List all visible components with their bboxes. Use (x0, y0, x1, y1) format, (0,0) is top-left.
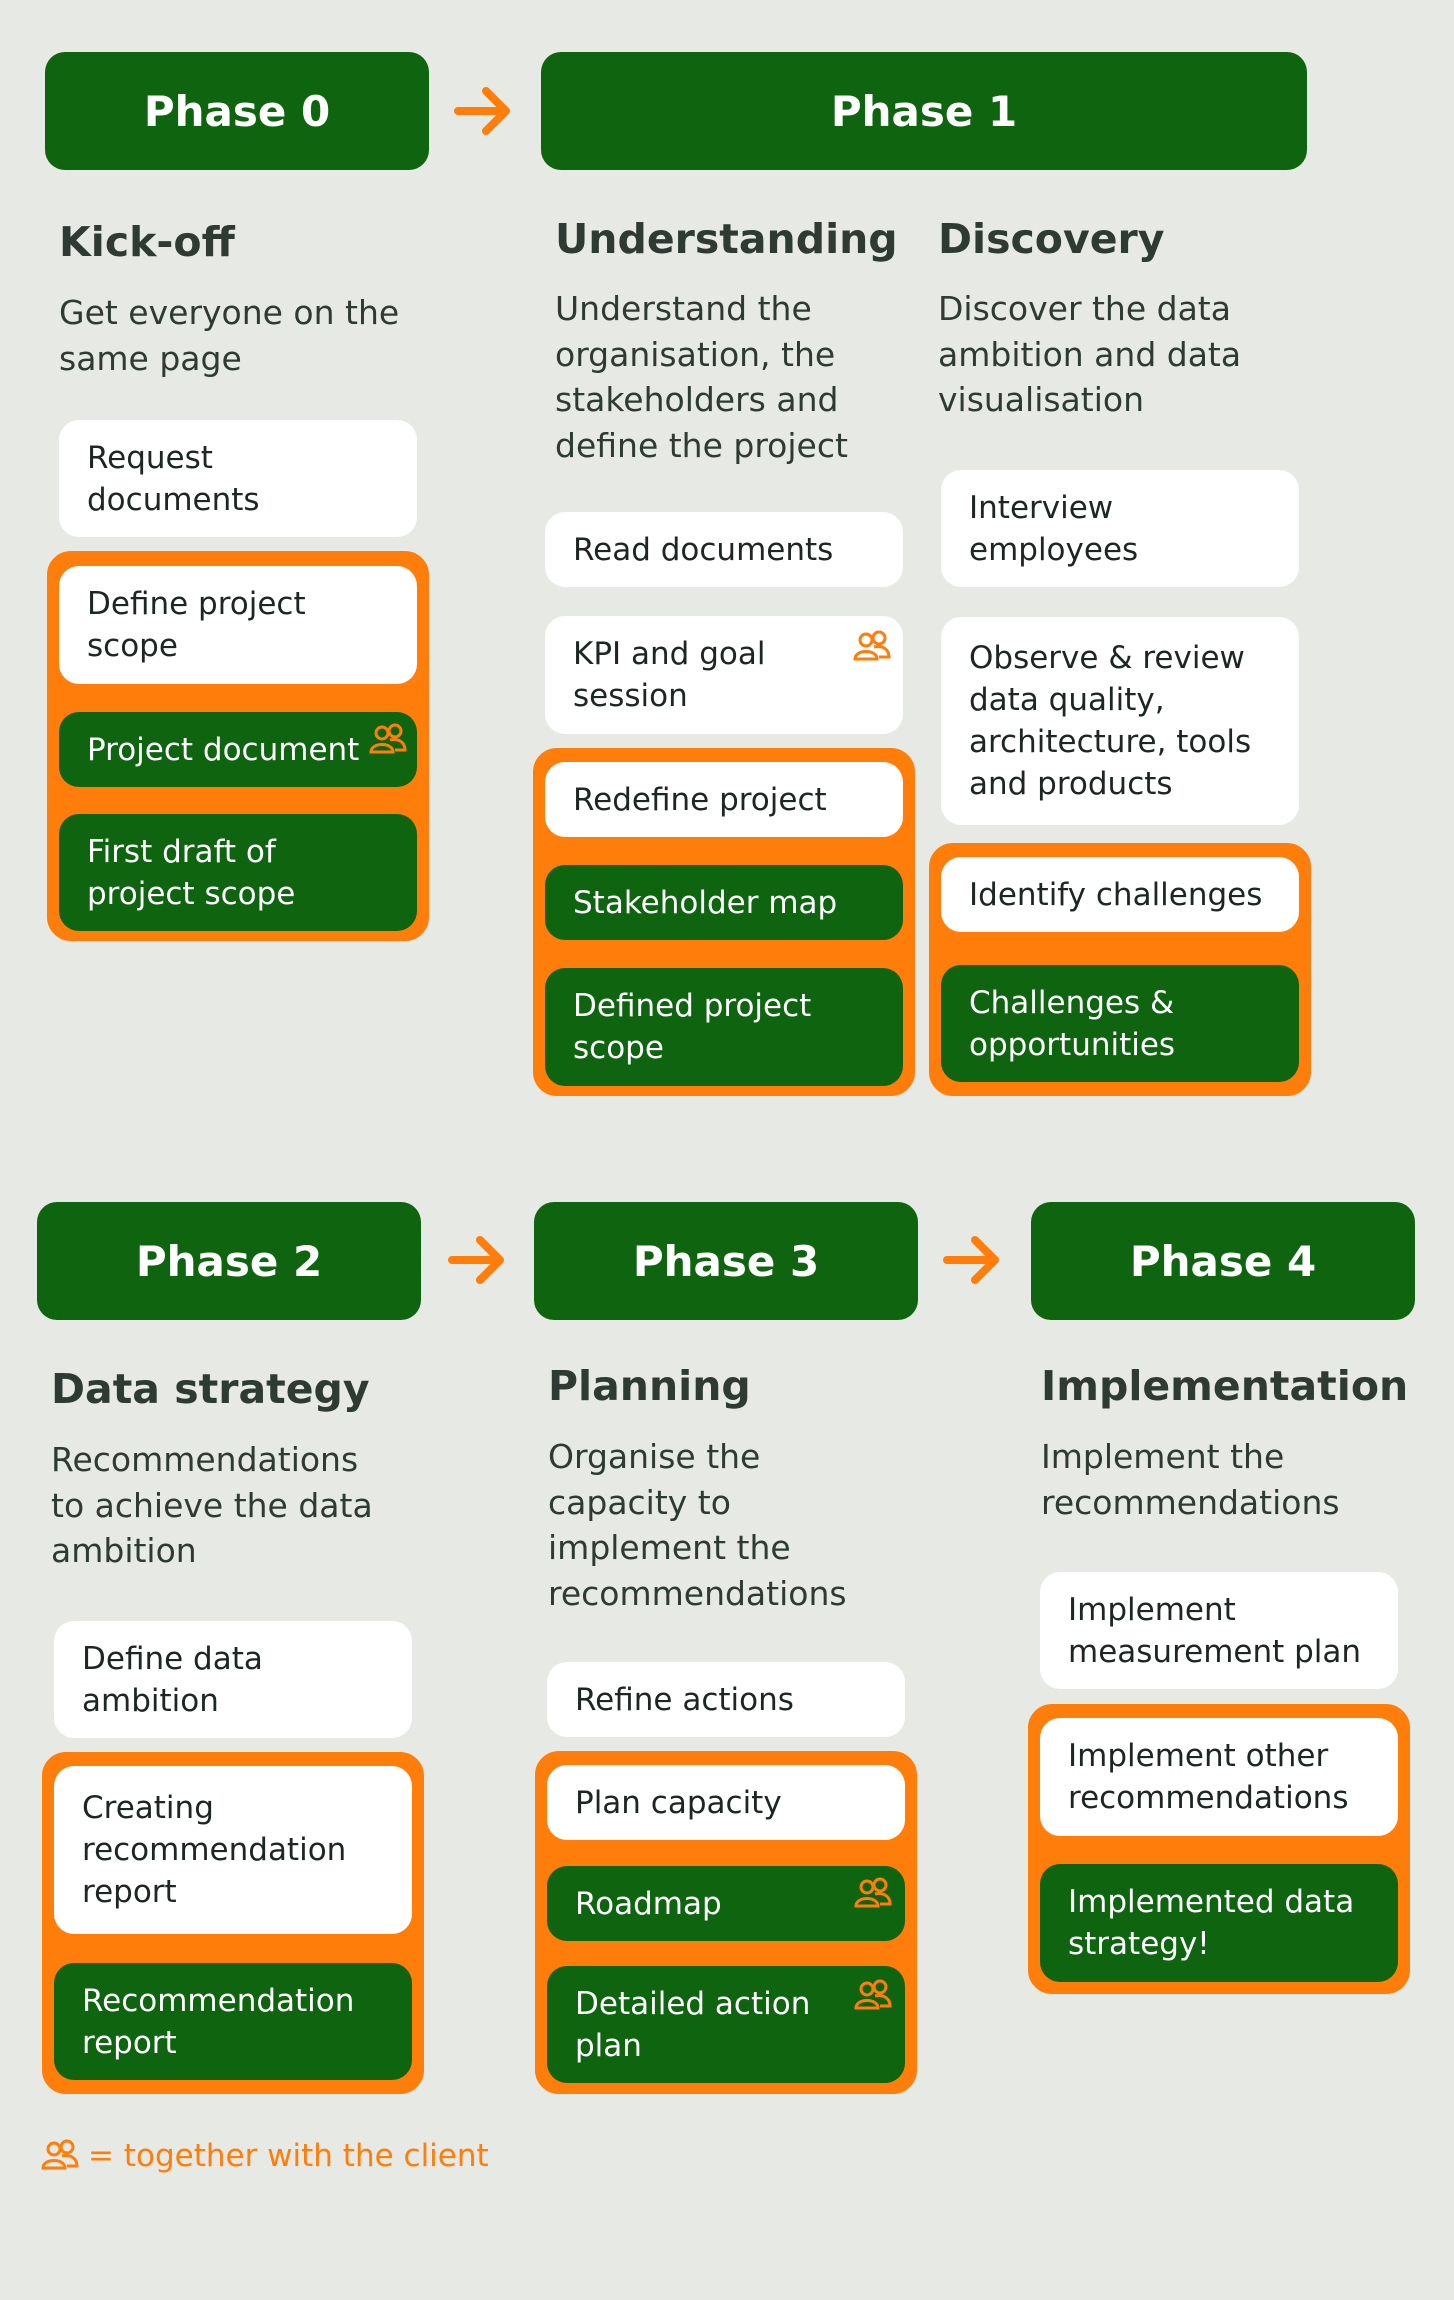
step-desc-planning: Organise the capacity to implement the r… (548, 1437, 847, 1613)
step-desc-implementation: Implement the recommendations (1041, 1437, 1340, 1522)
phase-4-header: Phase 4 (1031, 1202, 1415, 1320)
arrow-right-icon (943, 1236, 999, 1284)
item-recommendation-report: Recommendation report (54, 1963, 412, 2080)
phase-0-header: Phase 0 (45, 52, 429, 170)
legend-text: = together with the client (88, 2138, 489, 2174)
step-title-data-strategy: Data strategy (51, 1365, 370, 1413)
item-stakeholder-map: Stakeholder map (545, 865, 903, 940)
item-implemented-data-strategy: Implemented data strategy! (1040, 1864, 1398, 1982)
step-desc-understanding: Understand the organisation, the stakeho… (555, 289, 848, 465)
item-project-document: Project document (59, 712, 417, 787)
phase-3-header: Phase 3 (534, 1202, 918, 1320)
item-request-documents: Request documents (59, 420, 417, 537)
item-define-project-scope: Define project scope (59, 566, 417, 684)
step-desc-data-strategy: Recommendations to achieve the data ambi… (51, 1440, 373, 1570)
step-title-planning: Planning (548, 1362, 751, 1410)
people-icon (41, 2139, 79, 2170)
item-identify-challenges: Identify challenges (941, 857, 1299, 932)
step-title-discovery: Discovery (938, 215, 1165, 263)
item-refine-actions: Refine actions (547, 1662, 905, 1737)
item-first-draft-project-scope: First draft of project scope (59, 814, 417, 931)
item-redefine-project: Redefine project (545, 762, 903, 837)
item-creating-recommendation-report: Creating recommendation report (54, 1766, 412, 1934)
item-interview-employees: Interview employees (941, 470, 1299, 587)
arrow-right-icon (454, 87, 510, 135)
item-kpi-goal-session: KPI and goal session (545, 616, 903, 734)
item-implement-measurement-plan: Implement measurement plan (1040, 1572, 1398, 1689)
phase-2-header: Phase 2 (37, 1202, 421, 1320)
item-read-documents: Read documents (545, 512, 903, 587)
arrow-right-icon (448, 1236, 504, 1284)
people-icon (854, 1877, 892, 1908)
legend: = together with the client (40, 2138, 489, 2174)
step-desc-discovery: Discover the data ambition and data visu… (938, 289, 1242, 419)
people-icon (853, 630, 891, 661)
item-challenges-opportunities: Challenges & opportunities (941, 965, 1299, 1082)
item-plan-capacity: Plan capacity (547, 1765, 905, 1840)
phase-1-header: Phase 1 (541, 52, 1307, 170)
step-title-kickoff: Kick-off (59, 218, 235, 266)
item-roadmap: Roadmap (547, 1866, 905, 1941)
item-implement-other-recommendations: Implement other recommendations (1040, 1718, 1398, 1836)
step-title-understanding: Understanding (555, 215, 898, 263)
item-define-data-ambition: Define data ambition (54, 1621, 412, 1738)
step-title-implementation: Implementation (1041, 1362, 1409, 1410)
step-desc-kickoff: Get everyone on the same page (59, 293, 400, 378)
item-observe-review: Observe & review data quality, architect… (941, 617, 1299, 825)
people-icon (854, 1979, 892, 2010)
item-detailed-action-plan: Detailed action plan (547, 1966, 905, 2083)
people-icon (369, 723, 407, 754)
item-defined-project-scope: Defined project scope (545, 968, 903, 1086)
